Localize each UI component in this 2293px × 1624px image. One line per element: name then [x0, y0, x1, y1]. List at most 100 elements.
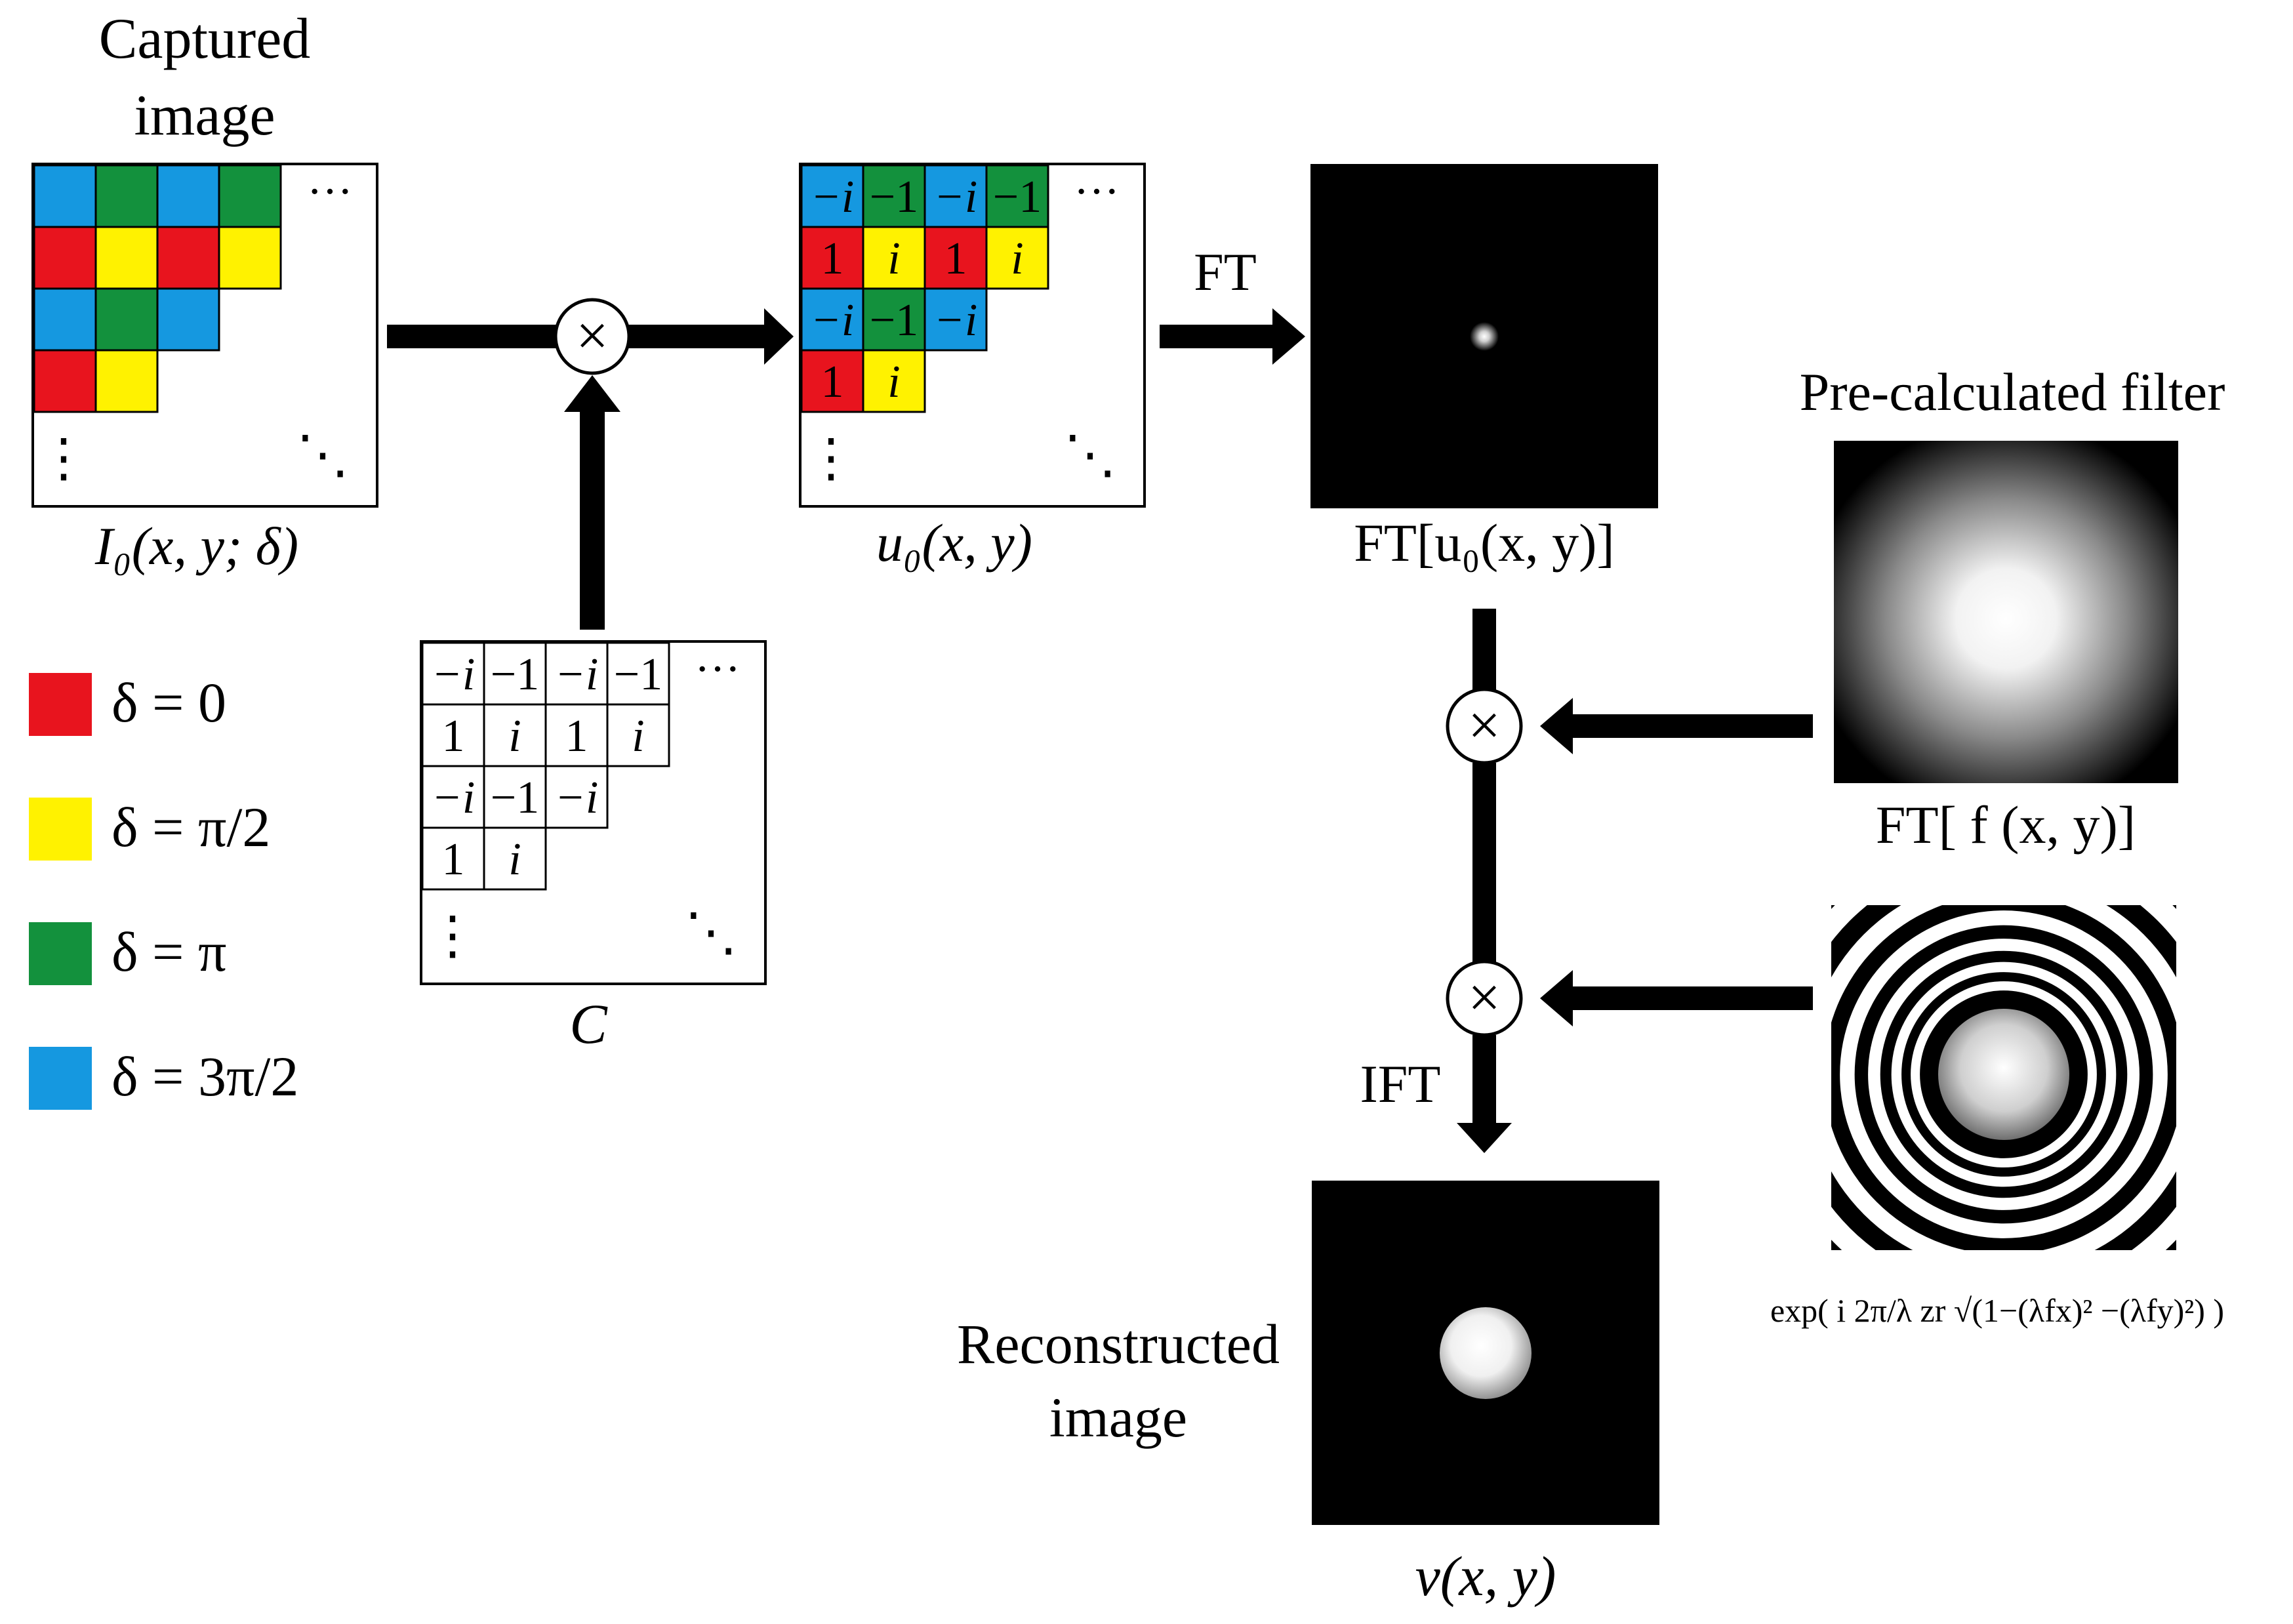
C-cell: [606, 703, 670, 767]
captured-title-line1: Captured: [99, 7, 311, 71]
label-FTu0: FT[u₀(x, y)]: [1354, 513, 1615, 573]
C-cell-value: 1: [442, 834, 465, 885]
C-matrix-ddots: ⋱: [685, 904, 737, 962]
legend-label: δ = π: [112, 920, 226, 983]
label-FT: FT: [1194, 242, 1257, 302]
u0-cell-value: 1: [821, 233, 844, 284]
label-u0: u₀(x, y): [876, 513, 1032, 573]
pipe-segment-3: [1472, 1035, 1496, 1127]
captured-cell: [94, 164, 159, 228]
captured-matrix-ddots: ⋱: [296, 426, 349, 484]
multiply-circle-3: [1446, 960, 1523, 1037]
arrow-shaft-propagation-to-multiply: [1569, 986, 1813, 1010]
u0-cell-value: −i: [811, 172, 855, 222]
propagation-kernel-rings: [1831, 905, 2176, 1250]
arrow-head-FT: [1272, 308, 1305, 365]
arrow-shaft-filter-to-multiply: [1569, 714, 1813, 738]
captured-cell: [218, 226, 282, 290]
legend-label: δ = π/2: [112, 796, 270, 859]
arrow-shaft-C-to-multiply: [580, 408, 605, 630]
C-cell-value: 1: [442, 711, 465, 761]
reconstructed-title-line2: image: [1049, 1386, 1187, 1449]
label-v: v(x, y): [1415, 1545, 1556, 1608]
C-cell: [483, 703, 547, 767]
arrow-shaft-FT: [1160, 325, 1276, 348]
legend-label: δ = 3π/2: [112, 1045, 298, 1108]
captured-matrix-hdots: ···: [307, 167, 353, 217]
multiply-circle-2: [1446, 687, 1523, 765]
arrow-shaft-multiply-to-u0: [627, 325, 768, 348]
C-cell-value: i: [508, 834, 521, 885]
multiply-symbol-3: ×: [1468, 966, 1501, 1030]
C-cell-value: −i: [555, 649, 599, 700]
C-cell: [544, 765, 609, 829]
captured-cell: [33, 164, 97, 228]
arrow-head-to-u0: [764, 308, 794, 365]
C-cell: [421, 826, 485, 891]
u0-cell-value: −i: [934, 172, 978, 222]
C-cell-value: −i: [432, 773, 476, 823]
u0-matrix-ddots: ⋱: [1064, 426, 1116, 484]
reconstructed-disk: [1440, 1307, 1532, 1399]
arrow-head-propagation-to-multiply: [1540, 970, 1573, 1026]
label-FTf: FT[ f (x, y)]: [1876, 795, 2136, 855]
u0-cell-value: −1: [870, 172, 918, 222]
captured-image-matrix: [33, 164, 282, 413]
legend-swatch: [29, 1047, 92, 1110]
u0-cell-value: i: [887, 357, 900, 407]
arrow-head-filter-to-multiply: [1540, 698, 1573, 754]
C-matrix-hdots: ···: [695, 644, 741, 695]
u0-matrix-hdots: ···: [1074, 167, 1120, 217]
captured-title-line2: image: [134, 84, 275, 148]
label-exp: exp( i 2π/λ zr √(1−(λfx)² −(λfy)²) ): [1770, 1292, 2224, 1329]
u0-cell-value: 1: [944, 233, 967, 284]
C-cell-value: −i: [432, 649, 476, 700]
u0-cell-value: i: [887, 233, 900, 284]
u0-cell-value: i: [1011, 233, 1023, 284]
ft-u0-center-dot: [1470, 322, 1499, 351]
arrow-head-up-to-multiply: [564, 375, 620, 412]
captured-cell: [94, 349, 159, 413]
u0-cell-value: −1: [870, 295, 918, 346]
C-cell: [483, 826, 547, 891]
legend-swatch: [29, 673, 92, 736]
C-cell-value: −1: [614, 649, 662, 700]
captured-cell: [218, 164, 282, 228]
u0-matrix-vdots: ⋮: [805, 430, 857, 487]
captured-cell: [33, 226, 97, 290]
captured-cell: [33, 349, 97, 413]
legend-swatch: [29, 922, 92, 985]
C-cell-value: −1: [491, 773, 539, 823]
captured-cell: [156, 226, 220, 290]
captured-cell: [94, 287, 159, 352]
C-cell-value: i: [508, 711, 521, 761]
u0-cell-value: −i: [811, 295, 855, 346]
u0-cell: [862, 349, 926, 413]
C-cell-value: −1: [491, 649, 539, 700]
legend-label: δ = 0: [112, 671, 226, 734]
C-cell-value: i: [632, 711, 644, 761]
multiply-symbol-2: ×: [1468, 694, 1501, 758]
captured-cell: [156, 287, 220, 352]
filter-image-gradient: [1834, 441, 2178, 783]
filter-title: Pre-calculated filter: [1800, 362, 2225, 422]
legend: δ = 0 δ = π/2 δ = π δ = 3π/2: [29, 671, 298, 1110]
captured-cell: [156, 164, 220, 228]
u0-cell-value: −1: [993, 172, 1042, 222]
kernel-center: [1938, 1009, 2069, 1140]
u0-cell-value: 1: [821, 357, 844, 407]
arrow-head-IFT: [1457, 1123, 1512, 1153]
label-I0: I₀(x, y; δ): [94, 516, 298, 576]
u0-cell-value: −i: [934, 295, 978, 346]
u0-cell: [800, 349, 864, 413]
C-cell: [421, 765, 485, 829]
label-C: C: [569, 992, 608, 1055]
C-matrix-border: [420, 640, 767, 985]
u0-cell: [800, 164, 864, 228]
multiply-circle-1: [554, 298, 631, 375]
u0-matrix-border: [799, 163, 1146, 508]
multiply-symbol-1: ×: [576, 304, 609, 368]
captured-matrix-vdots: ⋮: [37, 430, 90, 487]
